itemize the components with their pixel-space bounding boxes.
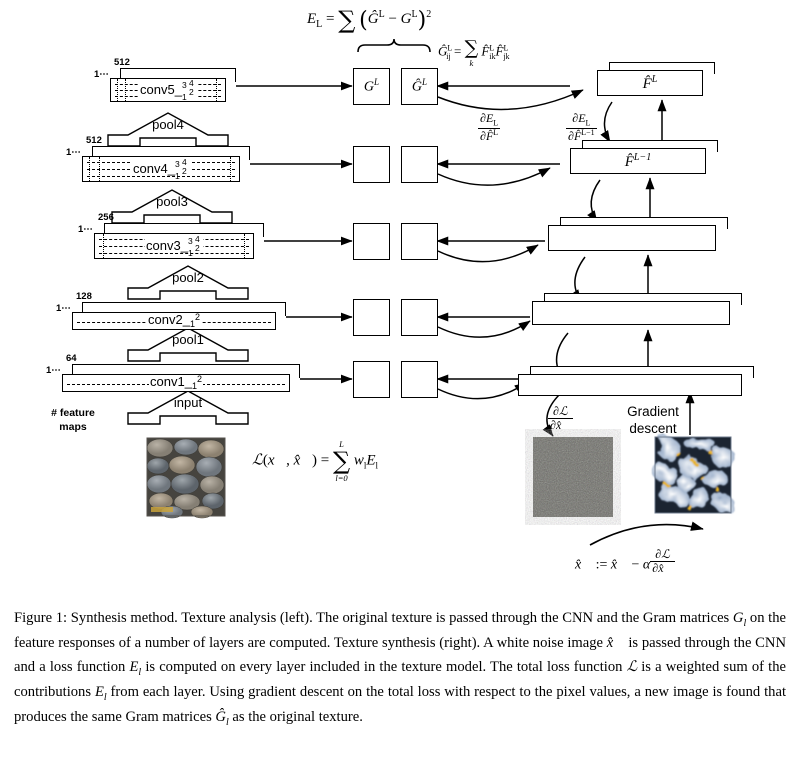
conv5-one-label: 1⋯: [94, 69, 109, 80]
gram-box-target-2[interactable]: [353, 299, 390, 336]
caption-symbol-xhat: x̂⃗: [606, 635, 625, 652]
gram-box-target-4[interactable]: [353, 146, 390, 183]
caption-text-1: Synthesis method. Texture analysis (left…: [67, 610, 733, 626]
conv2-map-count: 128: [76, 291, 92, 302]
caption-symbol-E2-sub: l: [103, 691, 107, 703]
noise-image: [533, 437, 613, 517]
caption-symbol-E2: E: [94, 683, 104, 700]
feature-maps-label: # feature maps: [51, 407, 95, 433]
equation-total-loss: ℒ(x⃗, x̂⃗) = L∑l=0 wlEl: [252, 439, 379, 483]
feature-box-FL-body: F̂L: [597, 70, 703, 96]
conv4-map-count: 512: [86, 135, 102, 146]
feature-box-2[interactable]: [532, 293, 742, 325]
equation-loss-EL: EL = ∑ (ĜL − GL)2: [307, 6, 432, 34]
caption-prefix: Figure 1:: [14, 610, 68, 626]
conv1-body: conv1_12: [62, 374, 290, 392]
gradient-descent-label: Gradient descent: [627, 404, 679, 436]
conv4-one-label: 1⋯: [66, 147, 81, 158]
gram-box-synth-1[interactable]: [401, 361, 438, 398]
caption-symbol-Ghat: Ĝ: [215, 708, 226, 725]
gram-box-synth-4[interactable]: [401, 146, 438, 183]
equation-dEL-dFL1: ∂EL∂F̂L−1: [566, 111, 597, 143]
caption-symbol-G: G: [732, 610, 744, 626]
feature-box-FL1[interactable]: F̂L−1: [570, 140, 718, 174]
conv5-dots-left: [117, 79, 118, 101]
caption-symbol-E-sub: l: [138, 666, 142, 678]
feature-box-3-body: [548, 225, 716, 251]
gram-box-synth-3[interactable]: [401, 223, 438, 260]
conv4-dots-left2: [99, 157, 100, 181]
conv3-dots-right: [244, 234, 245, 258]
conv1-map-count: 64: [66, 353, 77, 364]
gram-box-target-3[interactable]: [353, 223, 390, 260]
caption-symbol-L: ℒ: [626, 658, 638, 675]
gram-target-symbol: GL: [363, 77, 380, 95]
feature-box-2-body: [532, 301, 730, 325]
equation-dEL-dFL: ∂EL∂F̂L: [478, 111, 501, 143]
figure-caption: Figure 1: Synthesis method. Texture anal…: [14, 607, 786, 731]
caption-text-6: from each layer. Using gradient descent …: [14, 683, 786, 725]
gram-box-synth-L[interactable]: ĜL: [401, 68, 438, 105]
gram-box-target-1[interactable]: [353, 361, 390, 398]
gram-box-target-L[interactable]: GL: [353, 68, 390, 105]
conv2-one-label: 1⋯: [56, 303, 71, 314]
feature-box-FL1-label: F̂L−1: [624, 151, 652, 170]
conv1-label: conv1_12: [149, 374, 203, 391]
conv3-one-label: 1⋯: [78, 224, 93, 235]
caption-symbol-Ghat-sub: l: [225, 716, 229, 728]
caption-symbol-G-sub: l: [743, 617, 747, 629]
caption-text-3: is passed through the CNN and a loss fun…: [14, 635, 786, 675]
caption-symbol-E: E: [129, 658, 139, 675]
caption-text-4: is computed on every layer included in t…: [141, 658, 627, 675]
caption-text-5: is a weighted sum of the contributions: [14, 658, 786, 700]
feature-box-1-body: [518, 374, 742, 396]
conv2-body: conv2_12: [72, 312, 276, 330]
caption-text-2: on the feature responses of a number of …: [14, 610, 786, 652]
feature-box-FL1-body: F̂L−1: [570, 148, 706, 174]
gram-synth-symbol: ĜL: [411, 77, 428, 95]
gram-box-synth-2[interactable]: [401, 299, 438, 336]
conv1-one-label: 1⋯: [46, 365, 61, 376]
equation-dL-dxhat: ∂ℒ∂x̂⃗: [548, 404, 573, 432]
conv2-label: conv2_12: [147, 312, 201, 329]
source-texture-image: [146, 437, 226, 519]
feature-box-FL[interactable]: F̂L: [597, 62, 715, 96]
conv-layer-conv1[interactable]: conv1_12: [62, 364, 300, 392]
synthesized-texture-image: [654, 436, 735, 514]
feature-box-1[interactable]: [518, 366, 754, 396]
feature-box-FL-label: F̂L: [642, 73, 658, 92]
conv5-dots-right: [216, 79, 217, 101]
equation-gram-hat: ĜLij = ∑k F̂LikF̂Ljk: [438, 37, 510, 68]
conv4-dots-right: [230, 157, 231, 181]
figure-connectors: [107, 38, 704, 546]
conv3-map-count: 256: [98, 212, 114, 223]
conv4-dots-left: [89, 157, 90, 181]
caption-text-7: as the original texture.: [228, 708, 363, 725]
equation-update-rule: x̂⃗ := x̂⃗ − α∂ℒ∂x̂⃗: [575, 547, 675, 575]
conv5-map-count: 512: [114, 57, 130, 68]
conv5-dots-left2: [125, 79, 126, 101]
conv-layer-conv2[interactable]: conv2_12: [72, 302, 286, 330]
conv3-dots-left: [103, 234, 104, 258]
feature-box-3[interactable]: [548, 217, 728, 251]
